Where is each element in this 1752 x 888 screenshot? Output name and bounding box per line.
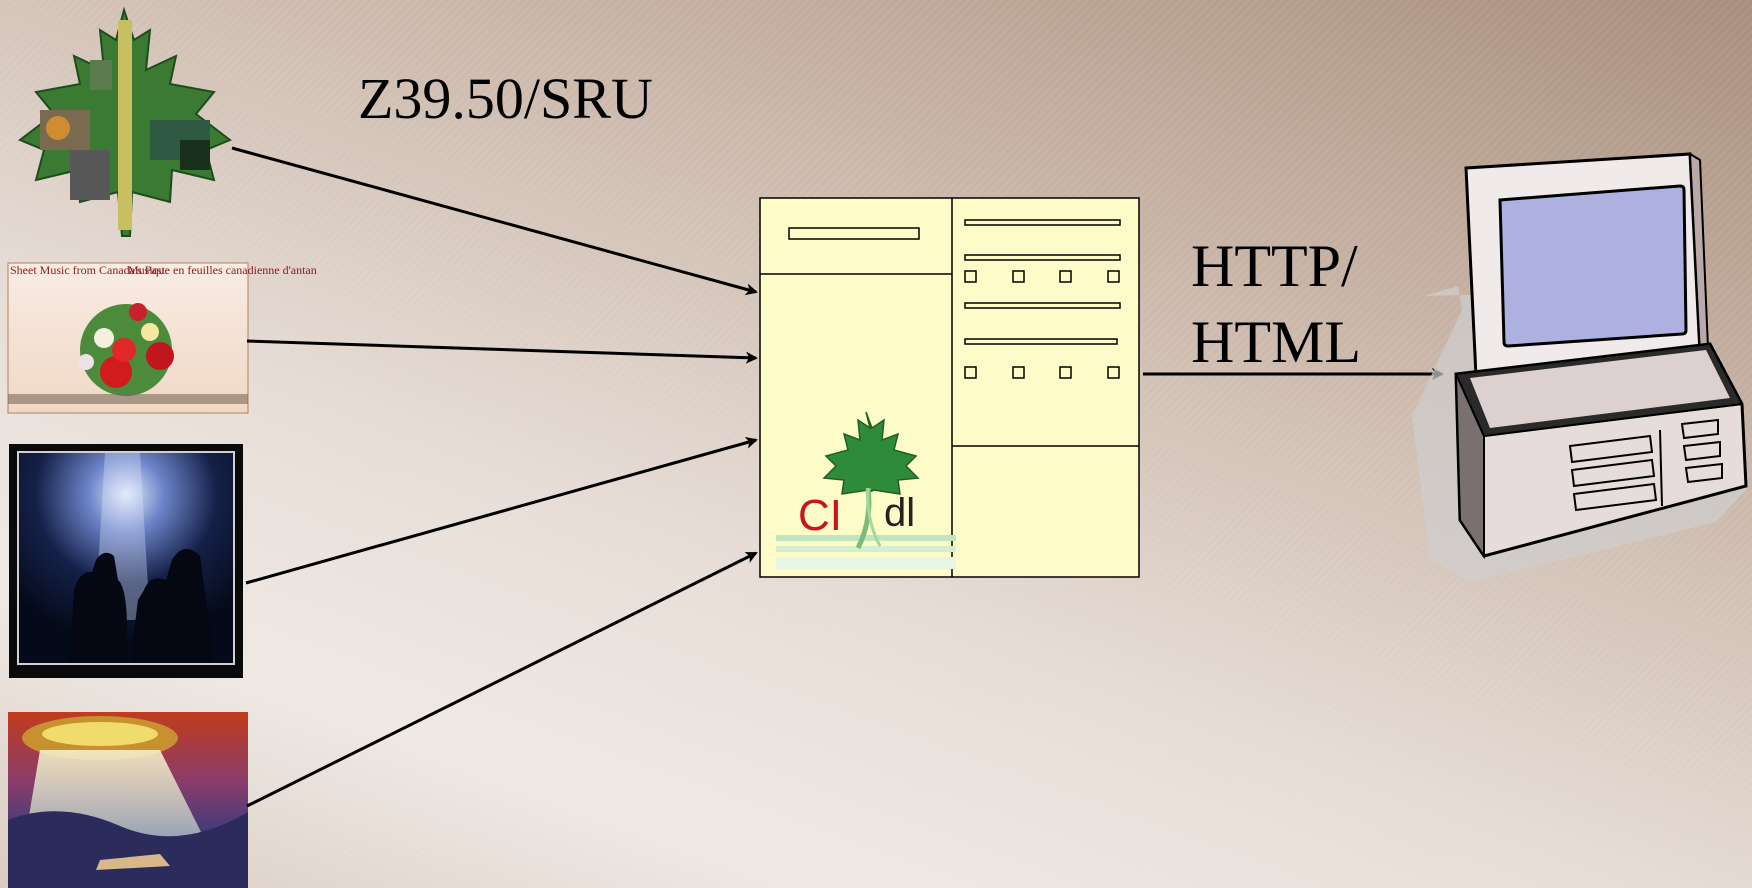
arrow-source-2	[246, 339, 758, 364]
checkbox-row-1	[964, 270, 1120, 283]
maple-leaf-collage-image	[18, 6, 232, 237]
soldiers-silhouette-image	[9, 444, 243, 678]
arrow-source-4	[246, 551, 758, 808]
sheet-music-image: Sheet Music from Canada's Past Musique e…	[7, 262, 317, 414]
desktop-computer-icon	[1412, 152, 1748, 582]
html-label-line2: HTML	[1191, 309, 1361, 375]
ufo-painting-image	[8, 712, 248, 888]
checkbox-row-2	[964, 366, 1120, 379]
http-label-line1: HTTP/	[1191, 233, 1358, 299]
sheet-music-caption-left: Sheet Music from Canada's Past	[10, 263, 165, 277]
http-html-label: HTTP/ HTML	[1191, 228, 1361, 380]
search-portal-window: CI dl	[759, 197, 1140, 578]
cidl-logo-left-text: CI	[798, 491, 842, 540]
z3950-sru-label: Z39.50/SRU	[358, 66, 653, 131]
arrow-source-1	[231, 146, 758, 296]
arrow-source-3	[245, 436, 758, 585]
sheet-music-caption-right: Musique en feuilles canadienne d'antan	[128, 263, 317, 277]
cidl-logo-right-text: dl	[884, 491, 915, 535]
search-field-outline	[788, 227, 920, 240]
cidl-logo: CI dl	[776, 411, 956, 569]
